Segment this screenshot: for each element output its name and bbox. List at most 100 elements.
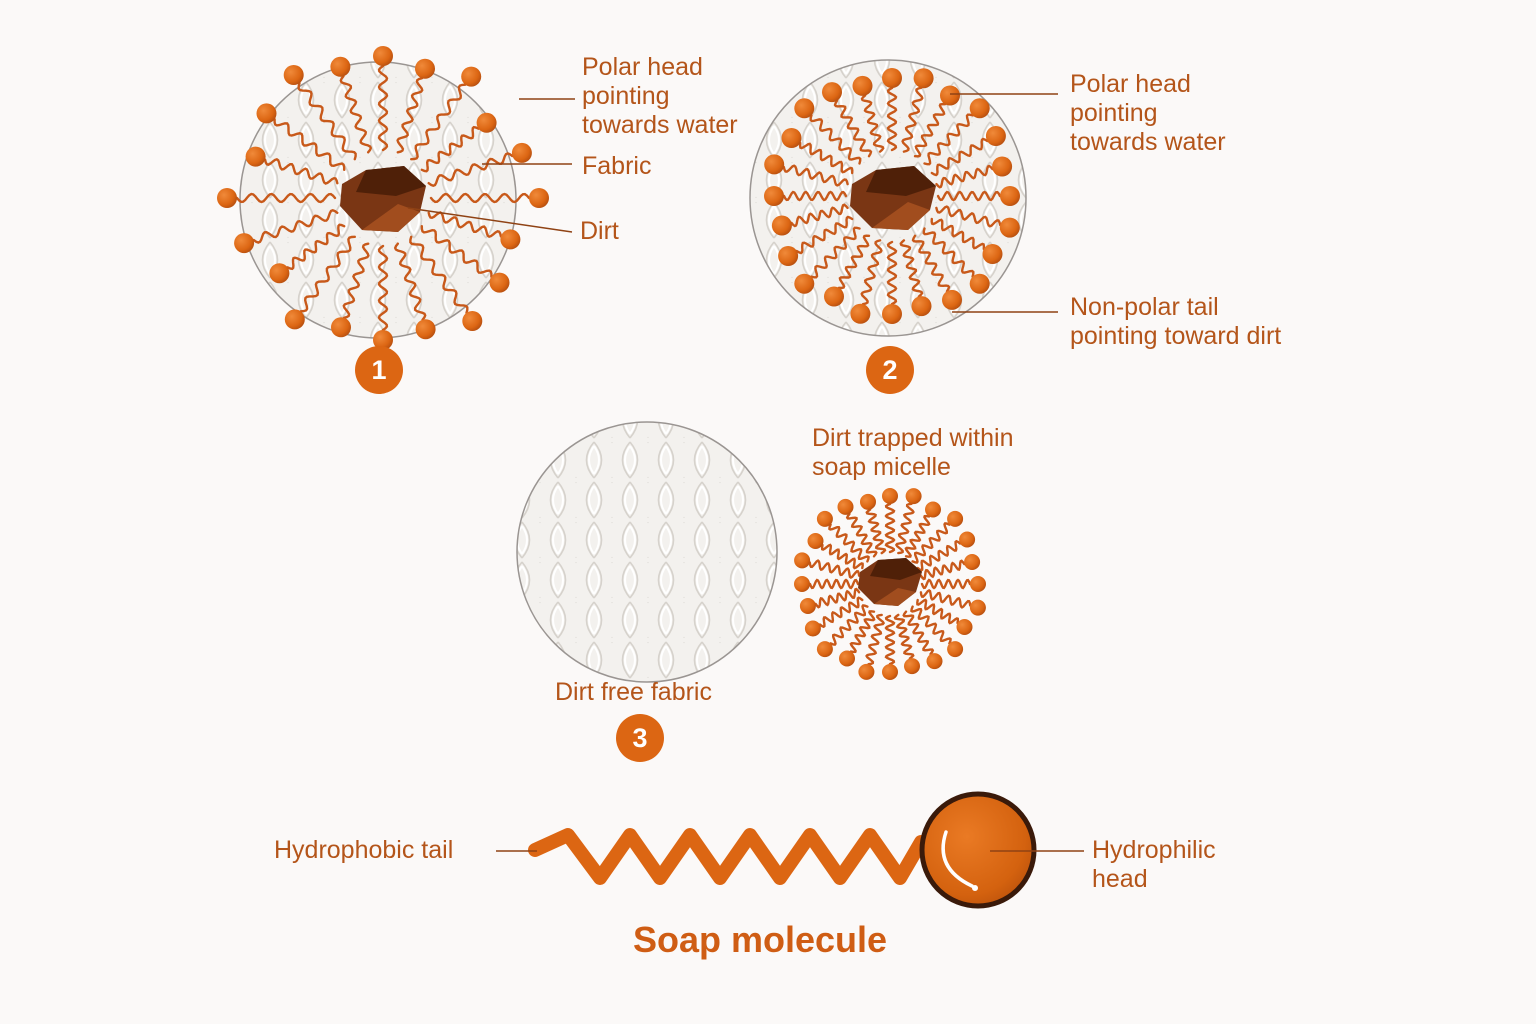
molecule-tail (902, 610, 935, 656)
molecule-head (1000, 186, 1020, 206)
soap-molecule-mini (901, 68, 934, 153)
molecule-head (882, 488, 898, 504)
molecule-head (969, 98, 990, 119)
panel-1 (217, 46, 575, 350)
soap-molecule-mini (373, 46, 393, 152)
soap-molecule-mini (283, 65, 357, 161)
soap-molecule-mini (916, 531, 976, 572)
soap-molecule-mini (894, 488, 922, 555)
molecule-tail (814, 587, 861, 609)
molecule-tail (833, 99, 873, 158)
molecule-head (858, 663, 875, 680)
soap-molecule-mini (852, 75, 885, 153)
soap-molecule-mini (807, 533, 864, 570)
molecule-tail (916, 539, 962, 572)
soap-micelle (794, 488, 986, 680)
soap-molecule-mini (822, 82, 873, 158)
dirt-particle-2 (850, 166, 936, 230)
non-polar-tail-label: Non-polar tail pointing toward dirt (1070, 293, 1282, 350)
dirt-label: Dirt (580, 217, 619, 245)
molecule-head (942, 289, 962, 310)
molecule-tail (930, 217, 986, 251)
molecule-tail (919, 559, 966, 581)
molecule-tail (904, 514, 931, 558)
molecule-head (947, 510, 964, 527)
soap-molecule-mini (910, 605, 964, 658)
panel-2 (749, 59, 1058, 337)
soap-molecule-mini (882, 614, 898, 680)
molecule-tail (420, 225, 493, 278)
molecule-tail (809, 114, 862, 165)
head-highlight-dot (972, 885, 978, 891)
soap-molecule-mini (930, 126, 1006, 177)
molecule-head (778, 246, 799, 266)
soap-molecule-mini (794, 552, 861, 580)
molecule-head (925, 501, 941, 518)
molecule-head (794, 552, 811, 569)
clean-fabric-circle (516, 421, 778, 683)
soap-molecule-mini (794, 98, 862, 165)
molecule-tail (911, 522, 951, 564)
soap-molecule-mini (935, 156, 1013, 189)
molecule-head (804, 620, 821, 637)
molecule-tail (795, 215, 854, 255)
leader-dirt-1 (407, 207, 573, 233)
soap-molecule-mini (936, 186, 1020, 206)
panel-3 (516, 421, 986, 683)
molecule-tail (263, 157, 339, 185)
molecule-head (781, 128, 802, 148)
soap-molecule-mini (824, 234, 871, 307)
molecule-tail (894, 502, 915, 555)
molecule-tail (429, 192, 531, 204)
molecule-head (794, 576, 810, 592)
molecule-head (969, 273, 990, 294)
molecule-head (913, 68, 934, 89)
molecule-head (245, 146, 266, 167)
soap-molecule-mini (919, 554, 981, 581)
molecule-head (882, 68, 902, 88)
molecule-head (373, 330, 393, 350)
dirt-particle-1 (340, 166, 426, 232)
molecule-head (330, 56, 351, 77)
molecule-tail (901, 86, 924, 153)
molecule-tail (342, 242, 370, 319)
molecule-tail (837, 234, 871, 290)
dirt-free-fabric-label: Dirt free fabric (555, 678, 712, 706)
hydrophobic-tail-label: Hydrophobic tail (274, 836, 454, 864)
soap-molecule-mini (893, 613, 920, 675)
molecule-tail (911, 234, 951, 293)
molecule-head (947, 641, 964, 658)
step-badge-1: 1 (355, 346, 403, 394)
soap-molecule-mini (794, 576, 860, 592)
soap-molecule-mini (850, 239, 883, 324)
dirt-particle-3 (858, 558, 922, 606)
soap-molecule-mini (330, 56, 373, 154)
soap-molecule-mini (816, 510, 870, 563)
molecule-head (964, 554, 981, 570)
molecule-head (799, 598, 816, 614)
molecule-head (926, 653, 943, 670)
molecule-head (794, 273, 815, 294)
molecule-head (969, 599, 986, 616)
soap-molecule-mini (764, 154, 849, 187)
soap-molecule-mini (911, 234, 962, 310)
molecule-head (476, 112, 497, 133)
soap-molecule-mini (882, 240, 902, 324)
molecule-tail (820, 543, 864, 570)
molecule-tail (410, 83, 467, 161)
soap-molecules-1 (217, 46, 549, 350)
soap-molecule-mini (256, 103, 346, 171)
molecule-head (839, 650, 855, 667)
molecule-head (461, 66, 482, 87)
hydrophilic-head-label: Hydrophilic head (1092, 836, 1216, 893)
micelle-label: Dirt trapped within soap micelle (812, 424, 1014, 481)
molecule-head (992, 156, 1013, 177)
molecule-tail (273, 118, 346, 171)
molecule-tail (782, 164, 849, 187)
molecule-tail (782, 190, 848, 202)
molecule-head (837, 498, 854, 515)
molecule-head (816, 641, 833, 658)
soap-molecule-mini (902, 610, 943, 670)
molecule-tail (923, 113, 974, 166)
soap-molecule-mini (771, 203, 849, 236)
